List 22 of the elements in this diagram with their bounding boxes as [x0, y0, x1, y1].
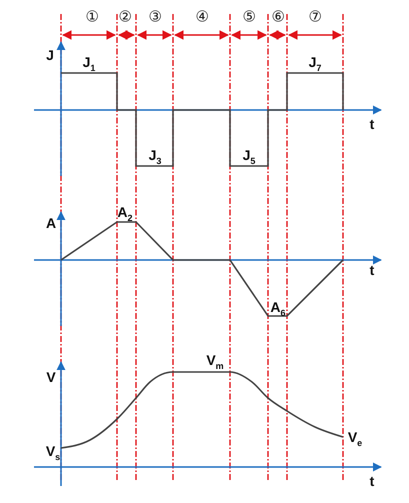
axis-label: J [46, 48, 54, 62]
phase-number: ⑦ [308, 10, 322, 24]
axis-label: t [370, 474, 374, 488]
curve-label: J$_{3}$ [148, 148, 162, 166]
curve-label: V$_{s}$ [46, 444, 60, 462]
phase-number: ③ [148, 10, 162, 24]
phase-number: ④ [196, 10, 208, 24]
curve-label: A$_{2}$ [117, 205, 133, 223]
phase-number: ② [118, 10, 132, 24]
axis-label: t [370, 263, 374, 277]
axis-label: t [370, 117, 374, 131]
curve-label: A$_{6}$ [270, 300, 286, 318]
curve-label: J$_{7}$ [308, 55, 322, 73]
phase-number: ⑤ [242, 10, 256, 24]
curve-label: J$_{1}$ [82, 55, 96, 73]
curve-label: J$_{5}$ [242, 148, 256, 166]
phase-number: ① [86, 10, 98, 24]
phase-number: ⑥ [272, 10, 284, 24]
curve-label: V$_{e}$ [348, 430, 362, 448]
curve-label: V$_{m}$ [206, 353, 224, 371]
axis-label: V [46, 370, 56, 384]
axis-label: A [46, 216, 56, 230]
